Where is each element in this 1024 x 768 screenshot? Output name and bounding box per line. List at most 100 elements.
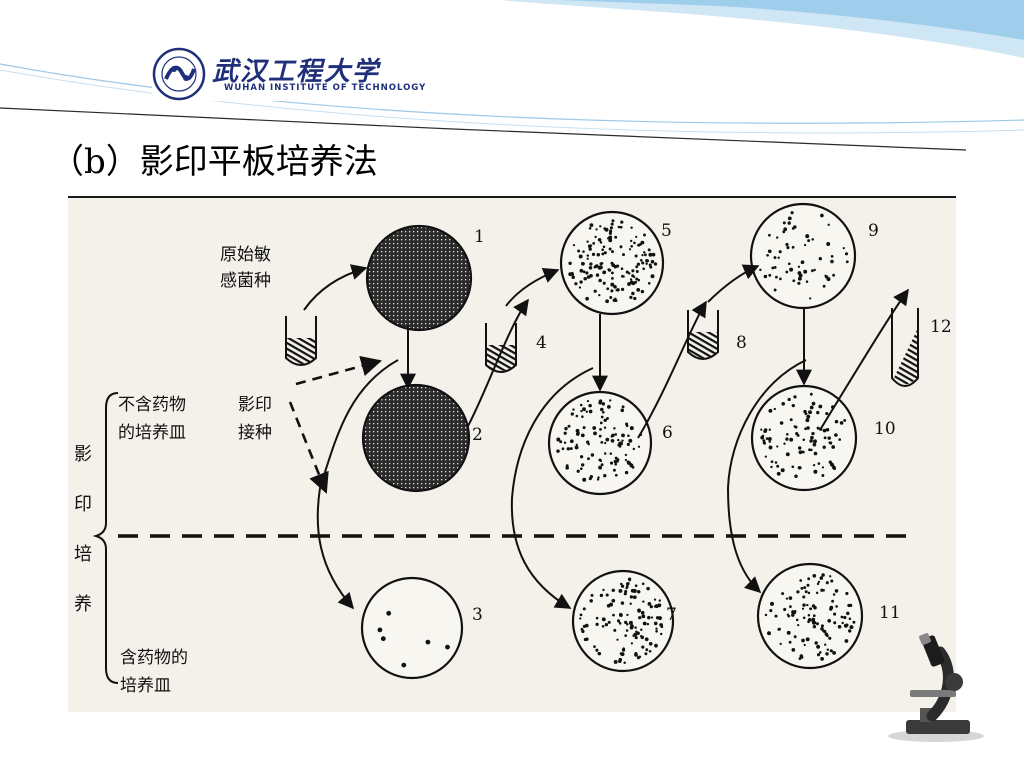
institute-logo: 武汉工程大学 WUHAN INSTITUTE OF TECHNOLOGY (152, 47, 458, 101)
plate-number-10: 10 (874, 419, 896, 439)
culture-tube-source (285, 316, 317, 366)
colony-dot (822, 445, 826, 449)
colony-dot (601, 617, 606, 622)
colony-dot (789, 267, 794, 272)
colony-dot (791, 465, 795, 469)
colony-dot (786, 630, 791, 635)
colony-dot (628, 248, 632, 251)
colony-dot (563, 431, 567, 435)
tube-body (485, 323, 517, 373)
colony-dot (579, 268, 584, 273)
colony-dot (602, 281, 606, 285)
colony-dot (623, 661, 626, 664)
colony-dot (648, 252, 653, 257)
colony-dot (627, 282, 631, 286)
tube-liquid (287, 338, 315, 364)
plate-11 (756, 562, 864, 670)
colony-dot (816, 653, 821, 657)
colony-dot (764, 613, 768, 617)
colony-dot (822, 629, 826, 633)
colony-dot (634, 280, 638, 284)
colony-dot (648, 649, 652, 653)
colony-dot (599, 428, 602, 431)
colony-dot (617, 225, 621, 229)
colony-dot (803, 269, 808, 274)
colony-dot (845, 260, 849, 264)
colony-dot (617, 620, 621, 623)
colony-dot (832, 466, 837, 471)
colony-dot (816, 410, 820, 415)
label-drug-dish-line-2: 培养皿 (120, 676, 171, 696)
colony-dot (637, 445, 641, 448)
colony-dot (625, 270, 629, 274)
plate-number-7: 7 (666, 605, 677, 625)
tube-number-4: 4 (536, 333, 547, 353)
colony-dot (760, 428, 763, 431)
colony-dot (590, 453, 595, 457)
colony-dot (773, 256, 777, 260)
colony-dot (625, 629, 629, 632)
colony-dot (624, 589, 628, 594)
colony-dot (774, 614, 778, 618)
colony-dot (629, 295, 633, 300)
colony-dot (809, 439, 813, 443)
colony-dot (609, 452, 613, 455)
colony-dot (609, 399, 612, 402)
colony-dot (812, 442, 817, 447)
colony-dot (600, 415, 604, 419)
plates-layer (360, 202, 864, 680)
colony-dot (569, 439, 574, 444)
colony-dot (632, 595, 637, 600)
colony-dot (610, 289, 614, 293)
colony-dot (805, 234, 810, 239)
colony-dot (634, 651, 638, 655)
colony-dot (608, 238, 613, 243)
colony-dot (828, 636, 832, 640)
colony-dot (601, 248, 604, 251)
colony-dot (789, 418, 793, 422)
colony-dot (763, 274, 768, 279)
colony-dot (653, 598, 657, 601)
colony-dot (581, 415, 584, 418)
colony-dot (829, 441, 833, 445)
colony-dot (844, 639, 849, 643)
tube-body (285, 316, 317, 366)
colony-dot (648, 641, 653, 646)
colony-dot (840, 615, 844, 619)
colony-dot (585, 271, 589, 275)
microscope-icon (888, 633, 984, 742)
logo-english-name: WUHAN INSTITUTE OF TECHNOLOGY (224, 83, 427, 93)
colony-dot (801, 450, 805, 454)
colony-dot (787, 221, 791, 225)
colony-dot (605, 299, 609, 304)
colony-dot (586, 275, 591, 279)
colony-dot (807, 591, 811, 595)
colony-dot (849, 603, 853, 607)
colony-dot (624, 458, 628, 462)
colony-dot (767, 631, 771, 636)
plate-3 (360, 576, 464, 680)
colony-dot (611, 277, 614, 280)
colony-dot (581, 262, 585, 266)
plate-2 (361, 383, 471, 493)
colony-dot (635, 277, 639, 281)
colony-dot (570, 412, 574, 416)
colony-dot (598, 265, 603, 270)
colony-dot (582, 477, 587, 482)
colony-dot (825, 581, 829, 585)
colony-dot (829, 605, 834, 610)
colony-dot (401, 662, 407, 668)
colony-dot (820, 657, 824, 661)
colony-dot (778, 250, 782, 254)
colony-dot (625, 422, 629, 426)
colony-dot (611, 588, 616, 593)
colony-dot (786, 433, 789, 436)
colony-dot (774, 461, 778, 464)
colony-dot (796, 433, 800, 437)
colony-dot (827, 223, 830, 226)
colony-dot (765, 437, 769, 440)
colony-dot (613, 264, 618, 269)
label-replica-inoculation-line-2: 接种 (238, 423, 272, 443)
colony-dot (640, 610, 645, 615)
